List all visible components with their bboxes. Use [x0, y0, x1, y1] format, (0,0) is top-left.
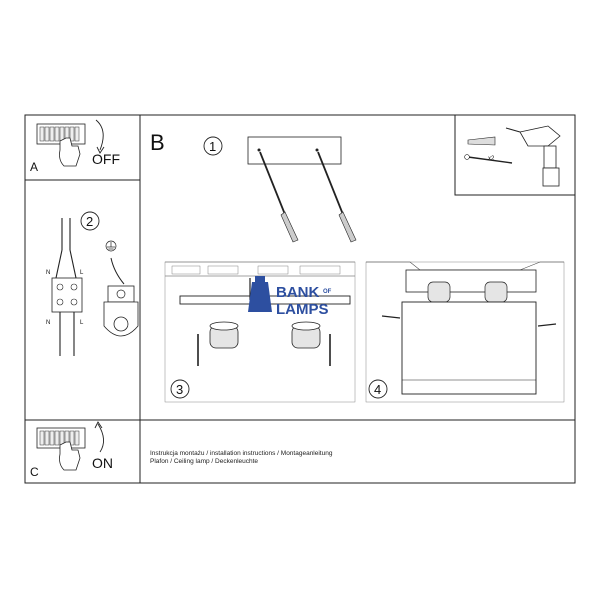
step-3-number: 3: [176, 382, 183, 397]
outer-frame: [24, 114, 576, 484]
hand-icon-c: [59, 441, 81, 471]
supply-wires: [55, 218, 77, 279]
side-screw-right: [537, 323, 557, 327]
step-3-frame: [164, 261, 356, 403]
lighthouse-icon: [248, 282, 272, 312]
step-4-frame: [365, 261, 565, 403]
bank-of-lamps-logo: BANK OF LAMPS: [248, 276, 332, 318]
screw-icon: [467, 156, 513, 164]
socket-left-icon: [209, 321, 239, 349]
step-2-number: 2: [86, 214, 93, 229]
step-1: 1: [203, 136, 357, 243]
step-4: 4: [365, 261, 565, 403]
accessories-box: [454, 114, 576, 196]
breaker-switches-a: [39, 126, 80, 142]
lamp-shade: [401, 301, 537, 395]
label-n-bottom: N: [46, 320, 50, 326]
accessories: x2: [464, 125, 561, 187]
label-n-top: N: [46, 270, 50, 276]
ceiling-bricks-3: [171, 265, 341, 275]
arrow-head-off: [96, 146, 105, 154]
accessory-quantity: x2: [488, 156, 495, 162]
bracket-4: [405, 269, 537, 293]
arrow-head-on: [94, 421, 103, 429]
panel-c-state: ON: [92, 455, 113, 471]
lighthouse-top: [255, 276, 265, 282]
socket-4-right-icon: [484, 281, 508, 303]
lamp-wires: [59, 312, 75, 356]
ground-symbol-icon: [105, 240, 117, 252]
panel-c-letter: C: [30, 465, 39, 479]
rotate-on-arrow-icon: [97, 423, 104, 453]
hole-right: [315, 148, 319, 152]
ceiling-4: [366, 261, 564, 271]
logo-line2: LAMPS: [276, 301, 329, 318]
step-1-circle: [203, 136, 223, 156]
ceiling-plate: [247, 136, 342, 165]
logo-line1: BANK: [276, 284, 319, 301]
panel-c: C ON: [30, 421, 113, 479]
terminal-screw-3: [56, 298, 64, 306]
step-2-circle: [80, 211, 100, 231]
step-4-circle: [368, 379, 388, 399]
hole-left: [257, 148, 261, 152]
panel-a-letter: A: [30, 160, 38, 174]
step-2: 2 N L N L: [46, 211, 139, 356]
step-4-number: 4: [374, 382, 381, 397]
side-screw-left: [381, 315, 401, 319]
panel-a: A OFF: [30, 119, 120, 174]
label-l-bottom: L: [80, 320, 84, 326]
dowel-left: [280, 211, 299, 243]
rotate-off-arrow-icon: [95, 119, 104, 151]
hand-icon: [59, 137, 81, 167]
caption-product: Plafon / Ceiling lamp / Deckenleuchte: [150, 458, 259, 465]
socket-right-icon: [291, 321, 321, 349]
drill-icon: [505, 125, 561, 187]
ground-terminal-icon: [103, 285, 139, 337]
step-3-circle: [170, 379, 190, 399]
terminal-block: [51, 277, 83, 313]
terminal-screw-4: [70, 298, 78, 306]
socket-4-left-icon: [427, 281, 451, 303]
label-l-top: L: [80, 270, 84, 276]
terminal-screw-2: [70, 283, 78, 291]
caption-instructions: Instrukcja montażu / installation instru…: [150, 450, 333, 457]
panel-a-state: OFF: [92, 151, 120, 167]
logo-of: OF: [323, 289, 332, 295]
dowel-right: [338, 211, 357, 243]
terminal-screw-1: [56, 283, 64, 291]
ground-wire: [110, 257, 125, 285]
panel-b-letter: B: [150, 130, 165, 155]
step-1-number: 1: [209, 139, 216, 154]
screw-head-icon: [464, 154, 470, 160]
breaker-switches-c: [39, 430, 80, 446]
wall-plug-icon: [467, 136, 496, 146]
